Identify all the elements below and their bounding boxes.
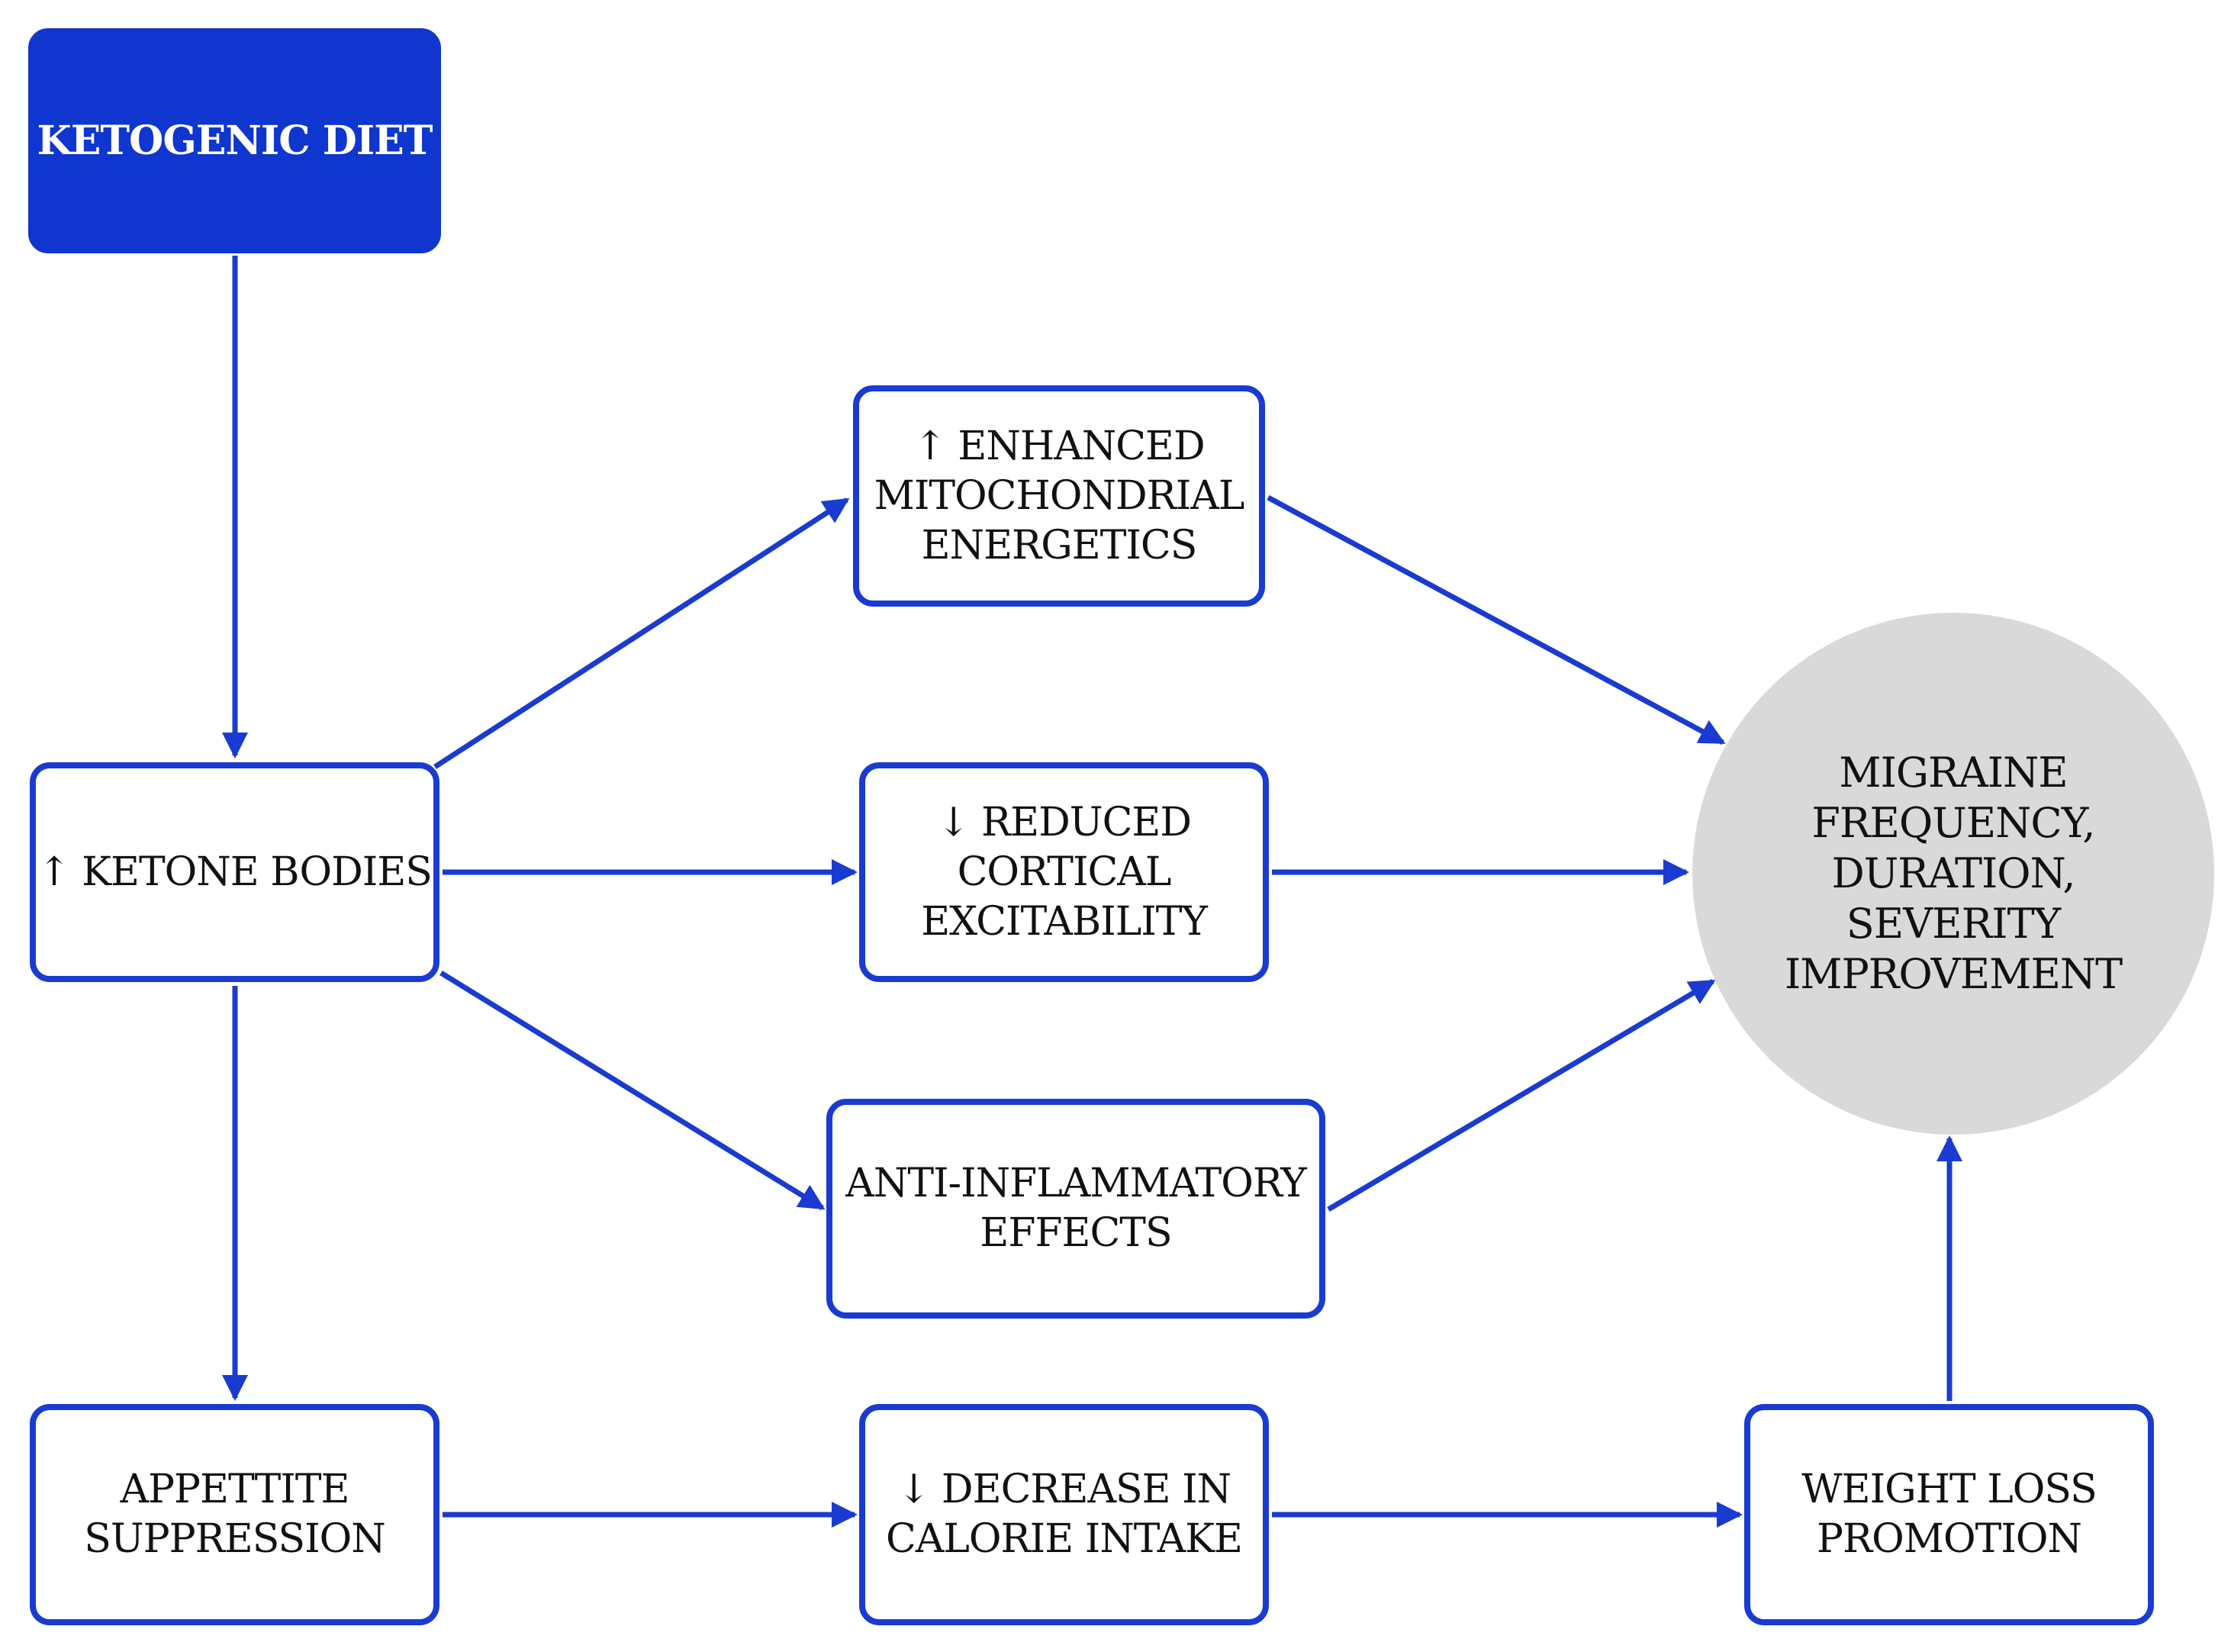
arrow-anti-inflammatory-to-outcome xyxy=(1327,978,1716,1212)
node-label-line: KETOGENIC DIET xyxy=(37,118,433,164)
node-label-line: ↑ KETONE BODIES xyxy=(37,849,433,895)
ketogenic-diet-box: KETOGENIC DIET xyxy=(28,28,441,253)
outcome-label-line: MIGRAINE xyxy=(1839,749,2068,797)
outcome-label-line: SEVERITY xyxy=(1846,899,2061,948)
node-label-line: CORTICAL xyxy=(957,849,1172,895)
arrow-ketone-bodies-to-anti-inflammatory xyxy=(439,971,826,1210)
node-label-line: EXCITABILITY xyxy=(921,898,1208,945)
outcome-label-line: DURATION, xyxy=(1831,849,2075,898)
node-label-line: ANTI-INFLAMMATORY xyxy=(845,1161,1306,1206)
weight-loss-box: WEIGHT LOSS PROMOTION xyxy=(1744,1404,2154,1625)
arrow-mitochondrial-to-outcome xyxy=(1267,494,1726,745)
outcome-label-line: IMPROVEMENT xyxy=(1784,949,2123,998)
arrow-ketone-bodies-to-mitochondrial xyxy=(433,498,850,769)
cortical-excitability-box: ↓ REDUCED CORTICAL EXCITABILITY xyxy=(859,762,1269,982)
ketone-bodies-box: ↑ KETONE BODIES xyxy=(30,762,439,982)
node-label-line: EFFECTS xyxy=(980,1210,1172,1256)
node-label-line: SUPPRESSION xyxy=(84,1516,386,1562)
node-label-line: ↓ REDUCED xyxy=(936,799,1192,845)
appetite-suppression-box: APPETTITE SUPPRESSION xyxy=(30,1404,439,1625)
node-label-line: CALORIE INTAKE xyxy=(886,1516,1243,1562)
node-label-line: WEIGHT LOSS xyxy=(1801,1467,2097,1512)
migraine-outcome-circle: MIGRAINE FREQUENCY, DURATION, SEVERITY I… xyxy=(1692,613,2214,1135)
mitochondrial-energetics-box: ↑ ENHANCED MITOCHONDRIAL ENERGETICS xyxy=(853,385,1265,607)
anti-inflammatory-box: ANTI-INFLAMMATORY EFFECTS xyxy=(826,1099,1325,1319)
node-label-line: ENERGETICS xyxy=(921,522,1198,568)
node-label-line: PROMOTION xyxy=(1816,1516,2082,1562)
outcome-label-line: FREQUENCY, xyxy=(1811,799,2095,848)
node-label-line: APPETTITE xyxy=(120,1467,349,1512)
node-label-line: MITOCHONDRIAL xyxy=(874,472,1245,519)
node-label-line: ↑ ENHANCED xyxy=(913,423,1205,469)
calorie-intake-box: ↓ DECREASE IN CALORIE INTAKE xyxy=(859,1404,1269,1625)
node-label-line: ↓ DECREASE IN xyxy=(897,1467,1231,1512)
